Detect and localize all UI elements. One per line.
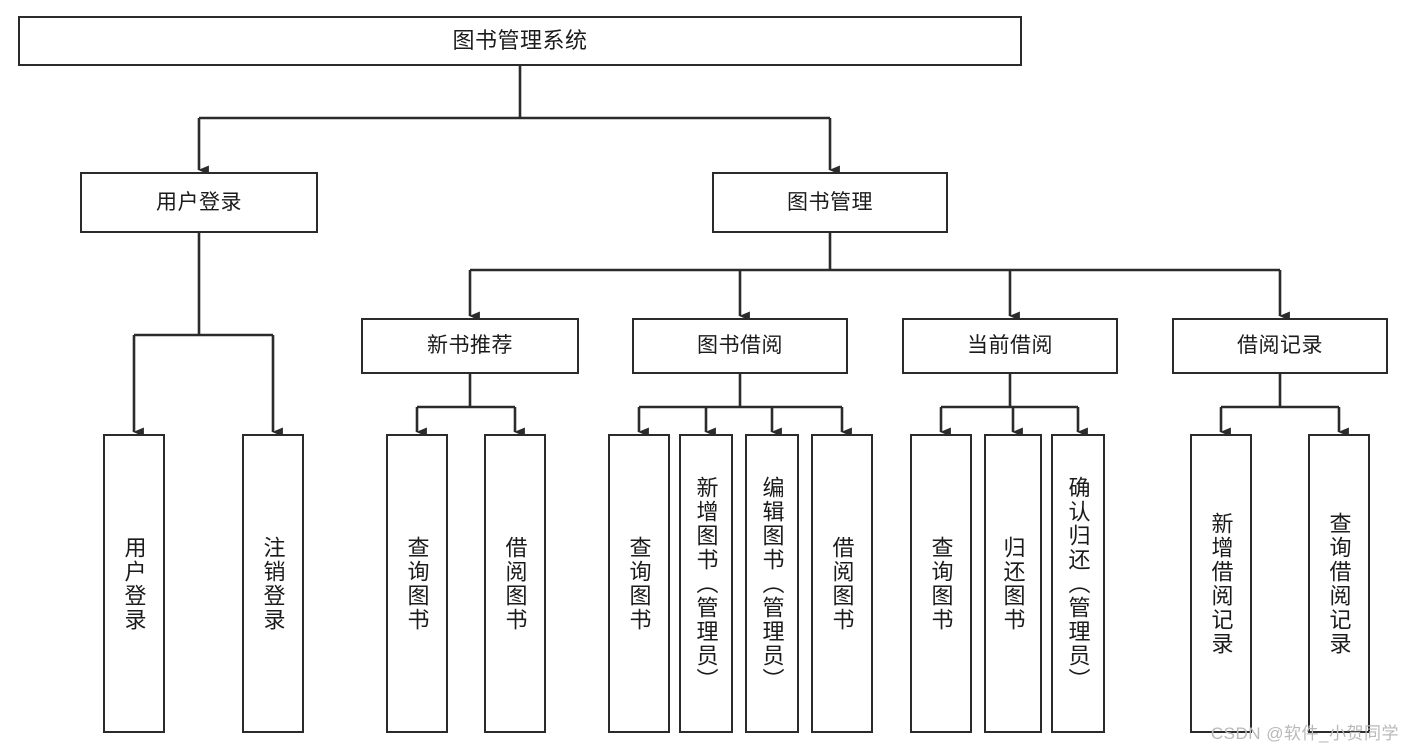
node-leaf-confirm-return[interactable]: 确认归还（管理员） <box>1051 434 1105 733</box>
node-leaf-query-record[interactable]: 查询借阅记录 <box>1308 434 1370 733</box>
node-borrow-record[interactable]: 借阅记录 <box>1172 318 1388 374</box>
node-leaf-add-record[interactable]: 新增借阅记录 <box>1190 434 1252 733</box>
node-label: 注销登录 <box>260 535 286 632</box>
node-new-book-rec[interactable]: 新书推荐 <box>361 318 579 374</box>
node-label: 确认归还（管理员） <box>1065 475 1091 692</box>
node-label: 用户登录 <box>156 190 242 214</box>
node-leaf-user-login[interactable]: 用户登录 <box>103 434 165 733</box>
node-label: 归还图书 <box>1000 535 1026 632</box>
node-current-borrow[interactable]: 当前借阅 <box>902 318 1118 374</box>
node-label: 图书借阅 <box>697 334 783 358</box>
node-book-borrow[interactable]: 图书借阅 <box>632 318 848 374</box>
node-leaf-edit-book[interactable]: 编辑图书（管理员） <box>745 434 799 733</box>
node-label: 查询借阅记录 <box>1326 511 1352 656</box>
node-label: 查询图书 <box>626 535 652 632</box>
node-leaf-borrow-book-2[interactable]: 借阅图书 <box>811 434 873 733</box>
node-label: 借阅图书 <box>829 535 855 632</box>
node-root-root[interactable]: 图书管理系统 <box>18 16 1022 66</box>
node-leaf-query-book-1[interactable]: 查询图书 <box>386 434 448 733</box>
node-label: 新书推荐 <box>427 334 513 358</box>
node-leaf-query-book-3[interactable]: 查询图书 <box>910 434 972 733</box>
node-leaf-query-book-2[interactable]: 查询图书 <box>608 434 670 733</box>
node-leaf-borrow-book-1[interactable]: 借阅图书 <box>484 434 546 733</box>
node-label: 图书管理系统 <box>452 27 588 53</box>
node-book-manage[interactable]: 图书管理 <box>712 172 948 233</box>
node-label: 新增借阅记录 <box>1208 511 1234 656</box>
node-label: 新增图书（管理员） <box>693 475 719 692</box>
node-user-login[interactable]: 用户登录 <box>80 172 318 233</box>
node-label: 借阅记录 <box>1237 334 1323 358</box>
node-leaf-return-book[interactable]: 归还图书 <box>984 434 1042 733</box>
node-label: 查询图书 <box>928 535 954 632</box>
node-label: 图书管理 <box>787 190 873 214</box>
node-leaf-add-book[interactable]: 新增图书（管理员） <box>679 434 733 733</box>
node-label: 当前借阅 <box>967 334 1053 358</box>
node-label: 查询图书 <box>404 535 430 632</box>
watermark-text: CSDN @软件_小贺同学 <box>1210 724 1399 743</box>
node-label: 借阅图书 <box>502 535 528 632</box>
node-leaf-logout[interactable]: 注销登录 <box>242 434 304 733</box>
node-label: 用户登录 <box>121 535 147 632</box>
node-label: 编辑图书（管理员） <box>759 475 785 692</box>
